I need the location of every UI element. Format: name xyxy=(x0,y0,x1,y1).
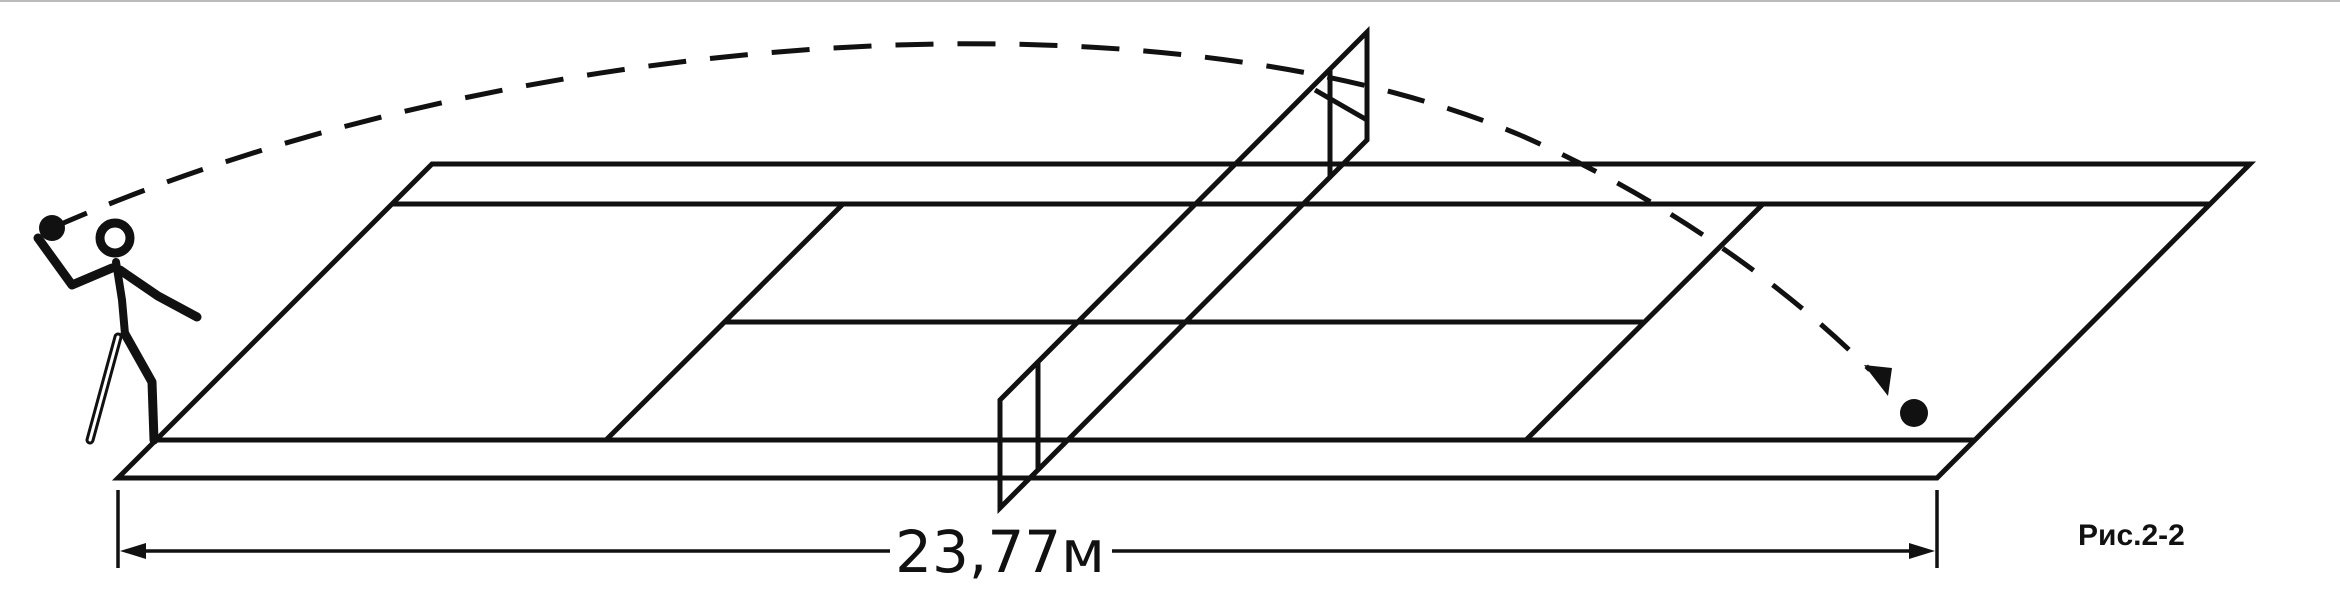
ball-trajectory xyxy=(50,41,1872,372)
server-front-leg-inner xyxy=(88,335,120,442)
left-service-line xyxy=(604,202,845,442)
server-torso xyxy=(112,258,129,338)
server-figure xyxy=(33,218,202,445)
net-far-post-top xyxy=(1313,87,1369,123)
court-length-label: 23,77м xyxy=(895,518,1105,586)
trajectory-arrowhead xyxy=(1864,365,1892,396)
dimension-arrow-right xyxy=(1909,543,1935,559)
served-ball xyxy=(39,215,65,241)
server-head xyxy=(95,218,135,258)
right-service-line xyxy=(1524,202,1765,442)
net-band xyxy=(997,25,1370,515)
figure-caption: Рис.2-2 xyxy=(2078,519,2185,552)
server-front-arm xyxy=(115,265,202,322)
dimension-arrow-left xyxy=(120,543,146,559)
court-outline xyxy=(111,161,2257,481)
server-raised-arm xyxy=(33,233,117,290)
server-back-leg xyxy=(120,329,159,445)
tennis-net xyxy=(997,25,1370,515)
court-length-dimension: 23,77м xyxy=(116,490,1939,586)
landing-ball xyxy=(1900,399,1928,427)
